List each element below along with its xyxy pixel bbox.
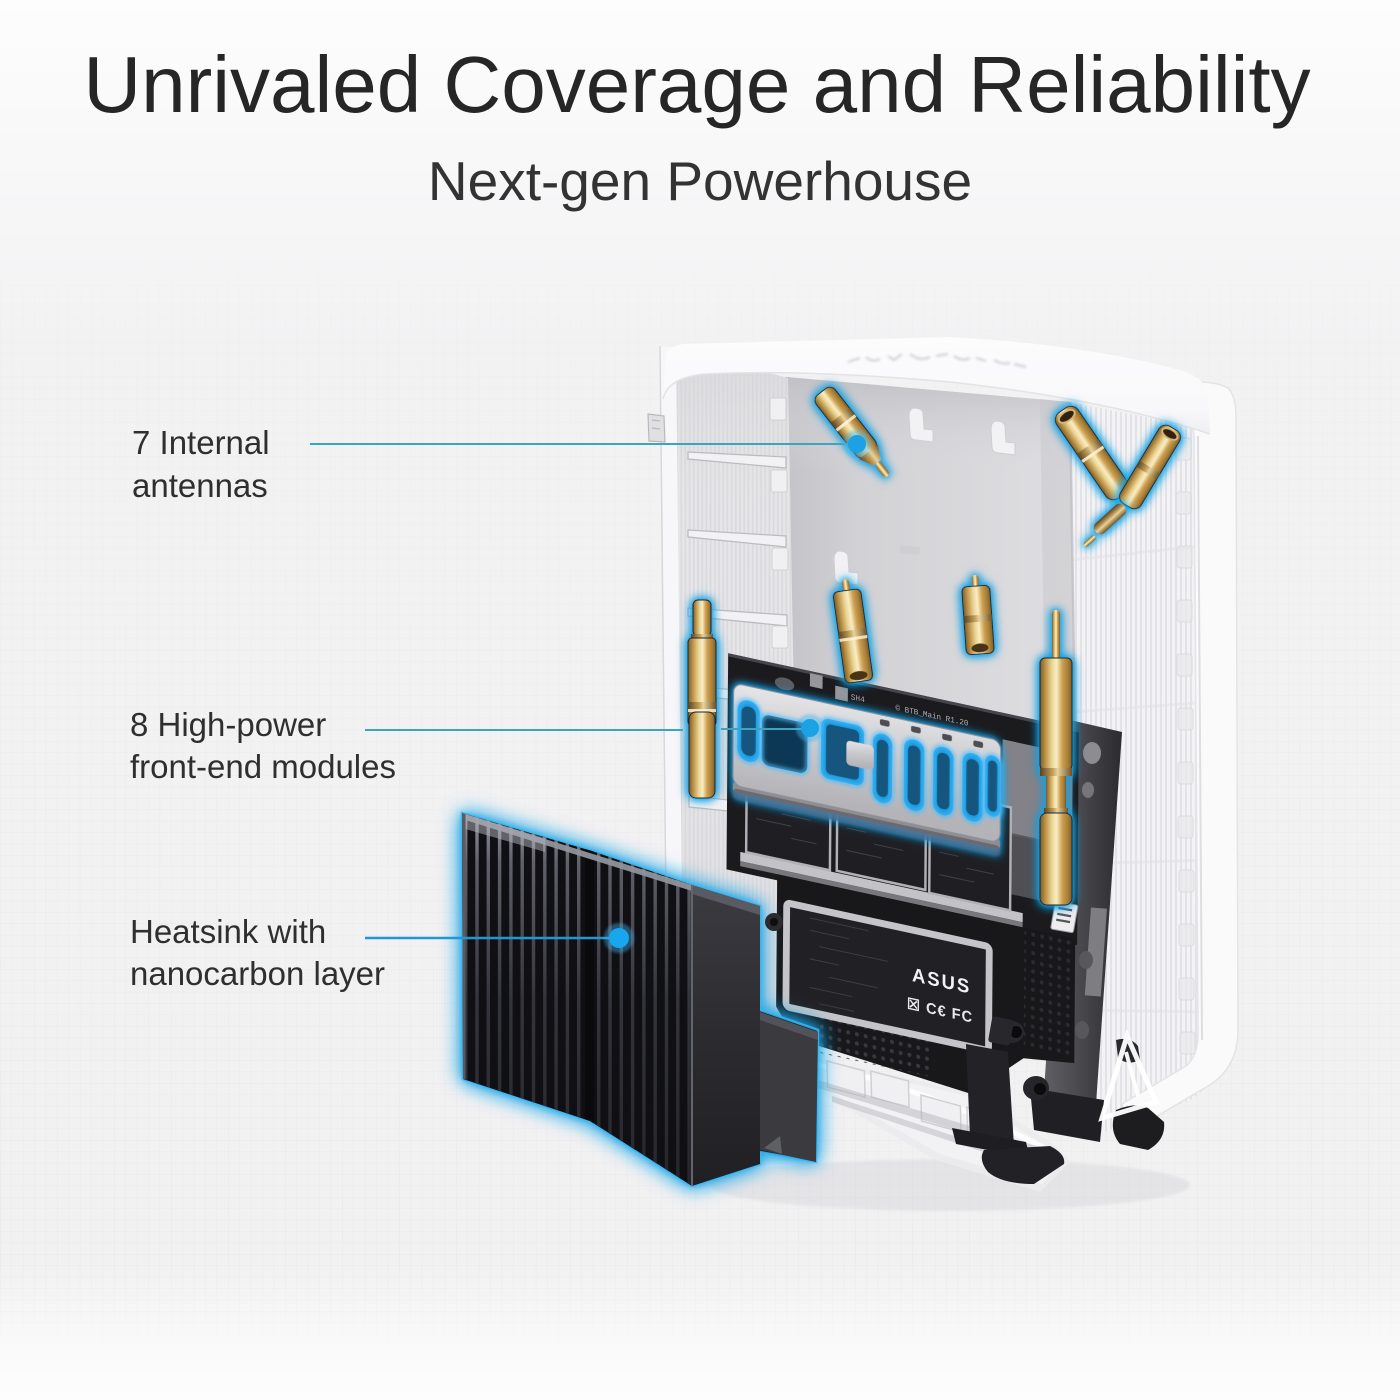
svg-text:7 Internal: 7 Internal <box>132 424 270 461</box>
svg-text:antennas: antennas <box>132 467 268 504</box>
svg-text:Unrivaled Coverage and Reliabi: Unrivaled Coverage and Reliability <box>83 40 1310 129</box>
svg-text:Heatsink with: Heatsink with <box>130 913 326 950</box>
svg-text:SH4: SH4 <box>851 693 865 705</box>
svg-text:8 High-power: 8 High-power <box>130 706 326 743</box>
svg-text:nanocarbon layer: nanocarbon layer <box>130 955 385 992</box>
svg-text:front-end modules: front-end modules <box>130 748 396 785</box>
svg-text:Next-gen Powerhouse: Next-gen Powerhouse <box>428 150 972 212</box>
